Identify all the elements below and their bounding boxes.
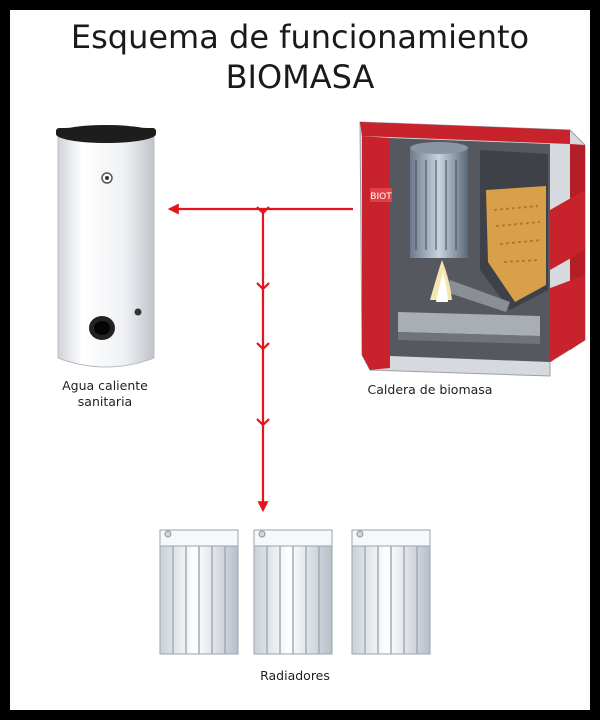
boiler-caption: Caldera de biomasa [367, 382, 493, 397]
boiler-logo: BIOT [370, 192, 392, 202]
tank-caption-line-2: sanitaria [77, 394, 133, 409]
title-line-2: BIOMASA [225, 58, 375, 96]
radiator-icon [253, 529, 333, 655]
hot-water-tank-icon [56, 125, 156, 368]
title-line-1: Esquema de funcionamiento [70, 18, 530, 56]
arrow-chevron-2 [256, 342, 270, 351]
tank-caption: Agua caliente sanitaria [40, 378, 170, 410]
diagram-frame: Esquema de funcionamiento BIOMASA [10, 10, 590, 710]
arrow-chevron-junction [256, 206, 270, 215]
diagram-canvas: BIOT [56, 121, 586, 655]
tank-caption-line-1: Agua caliente [62, 378, 148, 393]
arrow-chevron-1 [256, 282, 270, 291]
radiator-icon [351, 529, 431, 655]
flow-arrows [167, 203, 353, 513]
arrow-chevron-3 [256, 418, 270, 427]
radiator-icon [159, 529, 239, 655]
radiators-caption: Radiadores [260, 668, 330, 683]
biomass-boiler-icon: BIOT [359, 121, 586, 377]
